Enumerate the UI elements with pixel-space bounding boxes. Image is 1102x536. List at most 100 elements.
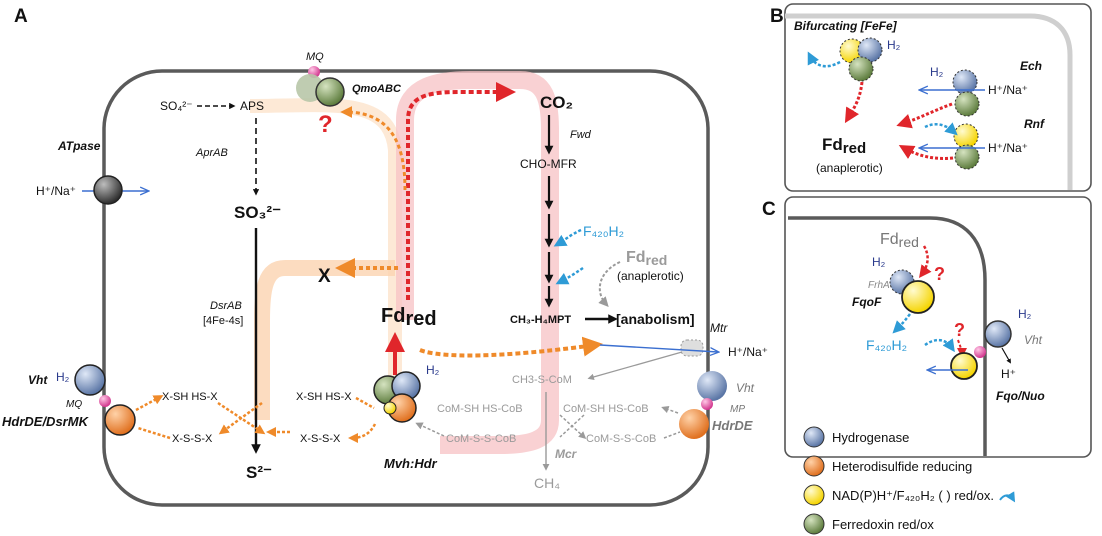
hdrde-left-circle bbox=[104, 404, 136, 436]
h2-bif-label: H₂ bbox=[887, 38, 901, 52]
bif-hydrogenase-circle bbox=[857, 37, 883, 63]
legend-nadph-label: NAD(P)H⁺/F₄₂₀H₂ ( ) red/ox. bbox=[832, 488, 994, 503]
vht-right-circle bbox=[697, 371, 727, 401]
legend-ferredoxin-label: Ferredoxin red/ox bbox=[832, 517, 934, 532]
anaplerotic-a-label: (anaplerotic) bbox=[617, 269, 684, 283]
mq-left-point bbox=[99, 395, 111, 407]
aprab-label: AprAB bbox=[195, 147, 228, 159]
ech-to-fdred-arrow bbox=[896, 102, 953, 129]
legend-nadph-swatch bbox=[803, 484, 825, 506]
com-ss-1-label: CoM-S-S-CoB bbox=[446, 433, 516, 445]
com-to-hdrde-right-arrow bbox=[663, 431, 681, 439]
vht-right-label: Vht bbox=[736, 381, 755, 395]
com-sh-1-label: CoM-SH HS-CoB bbox=[437, 403, 523, 415]
h2-mvh-label: H₂ bbox=[426, 363, 440, 377]
rnf-ferredoxin-circle bbox=[954, 144, 980, 170]
fqof-yellow-circle bbox=[901, 280, 935, 314]
so3-label: SO₃²⁻ bbox=[234, 203, 281, 222]
vht-left-circle bbox=[74, 364, 106, 396]
xssx-mid-label: X-S-S-X bbox=[300, 433, 341, 445]
legend-hydrogenase-label: Hydrogenase bbox=[832, 430, 909, 445]
vht-left-label: Vht bbox=[28, 373, 48, 387]
rnf-label: Rnf bbox=[1024, 117, 1045, 131]
bif-out-arrow bbox=[807, 51, 841, 68]
hdrde-right-circle bbox=[679, 409, 709, 439]
mtr-to-ch3scom-arrow bbox=[587, 351, 683, 381]
fqof-to-f420-arrow bbox=[892, 313, 911, 334]
mtr-transporter bbox=[680, 339, 704, 357]
pink-band bbox=[396, 71, 559, 454]
mvh-to-xssx-arrow bbox=[348, 423, 377, 443]
fqo-question-mark: ? bbox=[954, 320, 965, 340]
com-sh-2-label: CoM-SH HS-CoB bbox=[563, 403, 649, 415]
ch3-h4mpt-label: CH₃-H₄MPT bbox=[510, 314, 571, 326]
mp-label: MP bbox=[730, 404, 745, 415]
so4-label: SO₄²⁻ bbox=[160, 99, 193, 113]
frhag-label: FrhAG bbox=[868, 280, 898, 291]
ech-hydrogenase-circle bbox=[952, 69, 978, 95]
panel-c-frame bbox=[784, 196, 1092, 458]
ch3-s-com-label: CH3-S-CoM bbox=[512, 374, 572, 386]
s2-label: S²⁻ bbox=[246, 463, 272, 482]
mp-right-point bbox=[701, 398, 713, 410]
h2-vht-c-label: H₂ bbox=[1018, 307, 1032, 321]
x-label: X bbox=[318, 266, 331, 287]
bif-ferredoxin-circle bbox=[848, 56, 874, 82]
panel-c-label: C bbox=[762, 199, 776, 220]
ech-label: Ech bbox=[1020, 59, 1042, 73]
mq-top-label: MQ bbox=[306, 51, 324, 63]
f420-arrow-1 bbox=[553, 228, 582, 247]
xsh-mid-to-mvh-arrow bbox=[355, 396, 375, 410]
bifurcating-label: Bifurcating [FeFe] bbox=[794, 19, 898, 33]
h2-ech-label: H₂ bbox=[930, 65, 944, 79]
anabolism-label: [anabolism] bbox=[616, 311, 695, 327]
atpase-circle bbox=[93, 175, 123, 205]
qmo-question-mark: ? bbox=[318, 111, 333, 138]
cho-mfr-label: CHO-MFR bbox=[520, 157, 577, 171]
xssx-left-label: X-S-S-X bbox=[172, 433, 213, 445]
hdrde-right-to-com-arrow bbox=[661, 405, 679, 414]
orange-band-x bbox=[254, 260, 395, 420]
legend-blue-arrow-icon bbox=[999, 491, 1016, 503]
hdr-left-to-xsh-arrow bbox=[135, 395, 164, 412]
fdred-c-label: Fdred bbox=[880, 231, 919, 250]
fqof-question-mark: ? bbox=[934, 264, 945, 284]
fdred-to-co2-arrow bbox=[406, 82, 516, 300]
mq-left-label: MQ bbox=[66, 399, 82, 410]
co2-label: CO₂ bbox=[540, 93, 573, 112]
anaplerotic-b-label: (anaplerotic) bbox=[816, 161, 883, 175]
h-na-right-label: H⁺/Na⁺ bbox=[728, 345, 768, 359]
f420h2-c-label: F₄₂₀H₂ bbox=[866, 337, 907, 353]
rnf-yellow-circle bbox=[953, 123, 979, 149]
legend: Hydrogenase Heterodisulfide reducing NAD… bbox=[803, 426, 1016, 535]
fdred-center-label: Fdred bbox=[381, 305, 437, 330]
fdred-to-anabolism-arrow bbox=[419, 336, 603, 358]
mtr-label: Mtr bbox=[710, 321, 728, 335]
qmoabc-label: QmoABC bbox=[352, 83, 402, 95]
h-na-left-label: H⁺/Na⁺ bbox=[36, 184, 76, 198]
fwd-label: Fwd bbox=[570, 129, 592, 141]
h2-frh-label: H₂ bbox=[872, 255, 886, 269]
xsh-mid-label: X-SH HS-X bbox=[296, 391, 352, 403]
panel-a-label: A bbox=[14, 6, 28, 27]
h-na-ech-label: H⁺/Na⁺ bbox=[988, 83, 1028, 97]
com-ss-2-to-sh-2-arrow bbox=[559, 414, 585, 438]
atpase-label: ATpase bbox=[57, 139, 101, 153]
xsh-left-label: X-SH HS-X bbox=[162, 391, 218, 403]
cell-membrane bbox=[102, 69, 710, 507]
fdred-gray-arrow bbox=[598, 261, 621, 307]
fdred-c-arrow bbox=[919, 245, 932, 279]
fqo-nuo-label: Fqo/Nuo bbox=[996, 389, 1045, 403]
legend-heterodisulfide-label: Heterodisulfide reducing bbox=[832, 459, 972, 474]
f420-arrow-2 bbox=[555, 266, 584, 285]
mcr-label: Mcr bbox=[555, 447, 578, 461]
vht-c-out-arrow bbox=[1001, 347, 1011, 364]
mvh-yellow-circle bbox=[383, 401, 397, 415]
mq-c-point bbox=[974, 346, 986, 358]
mvh-hdr-label: Mvh:Hdr bbox=[384, 456, 438, 471]
mtr-out-arrow bbox=[599, 344, 718, 352]
h-na-rnf-label: H⁺/Na⁺ bbox=[988, 141, 1028, 155]
orange-band-left bbox=[249, 98, 402, 410]
fe4s-label: [4Fe-4s] bbox=[203, 315, 243, 327]
